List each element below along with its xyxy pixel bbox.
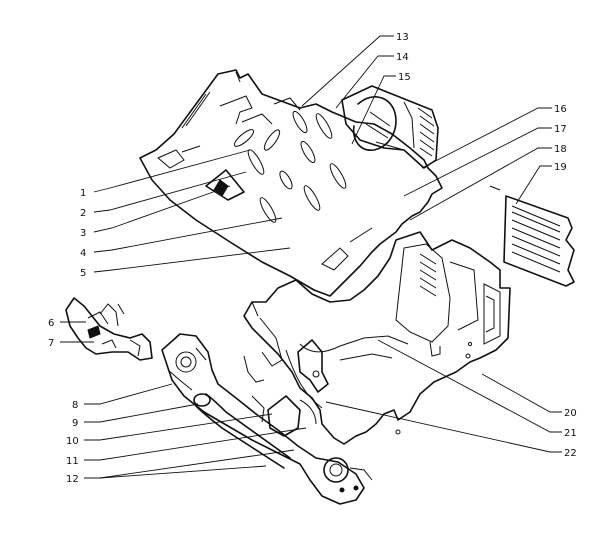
grille-panel [489, 185, 575, 287]
callout-8: 8 [72, 400, 78, 411]
callout-2: 2 [80, 208, 86, 219]
callout-3: 3 [80, 228, 86, 239]
callout-5: 5 [80, 268, 86, 279]
leader-lines [60, 35, 562, 479]
bracket-frame [243, 231, 511, 445]
callout-17: 17 [554, 124, 567, 135]
callout-14: 14 [396, 52, 409, 63]
callout-9: 9 [72, 418, 78, 429]
left-brackets [65, 297, 373, 505]
callout-19: 19 [554, 162, 567, 173]
callout-12: 12 [66, 474, 79, 485]
callout-labels: 1 2 3 4 5 6 7 8 9 10 11 12 13 14 15 16 1… [48, 32, 577, 485]
callout-4: 4 [80, 248, 86, 259]
callout-21: 21 [564, 428, 577, 439]
callout-15: 15 [398, 72, 411, 83]
callout-20: 20 [564, 408, 577, 419]
callout-1: 1 [80, 188, 86, 199]
top-plate [139, 69, 443, 297]
callout-6: 6 [48, 318, 54, 329]
callout-18: 18 [554, 144, 567, 155]
callout-10: 10 [66, 436, 79, 447]
callout-16: 16 [554, 104, 567, 115]
callout-11: 11 [66, 456, 79, 467]
callout-7: 7 [48, 338, 54, 349]
callout-22: 22 [564, 448, 577, 459]
callout-13: 13 [396, 32, 409, 43]
